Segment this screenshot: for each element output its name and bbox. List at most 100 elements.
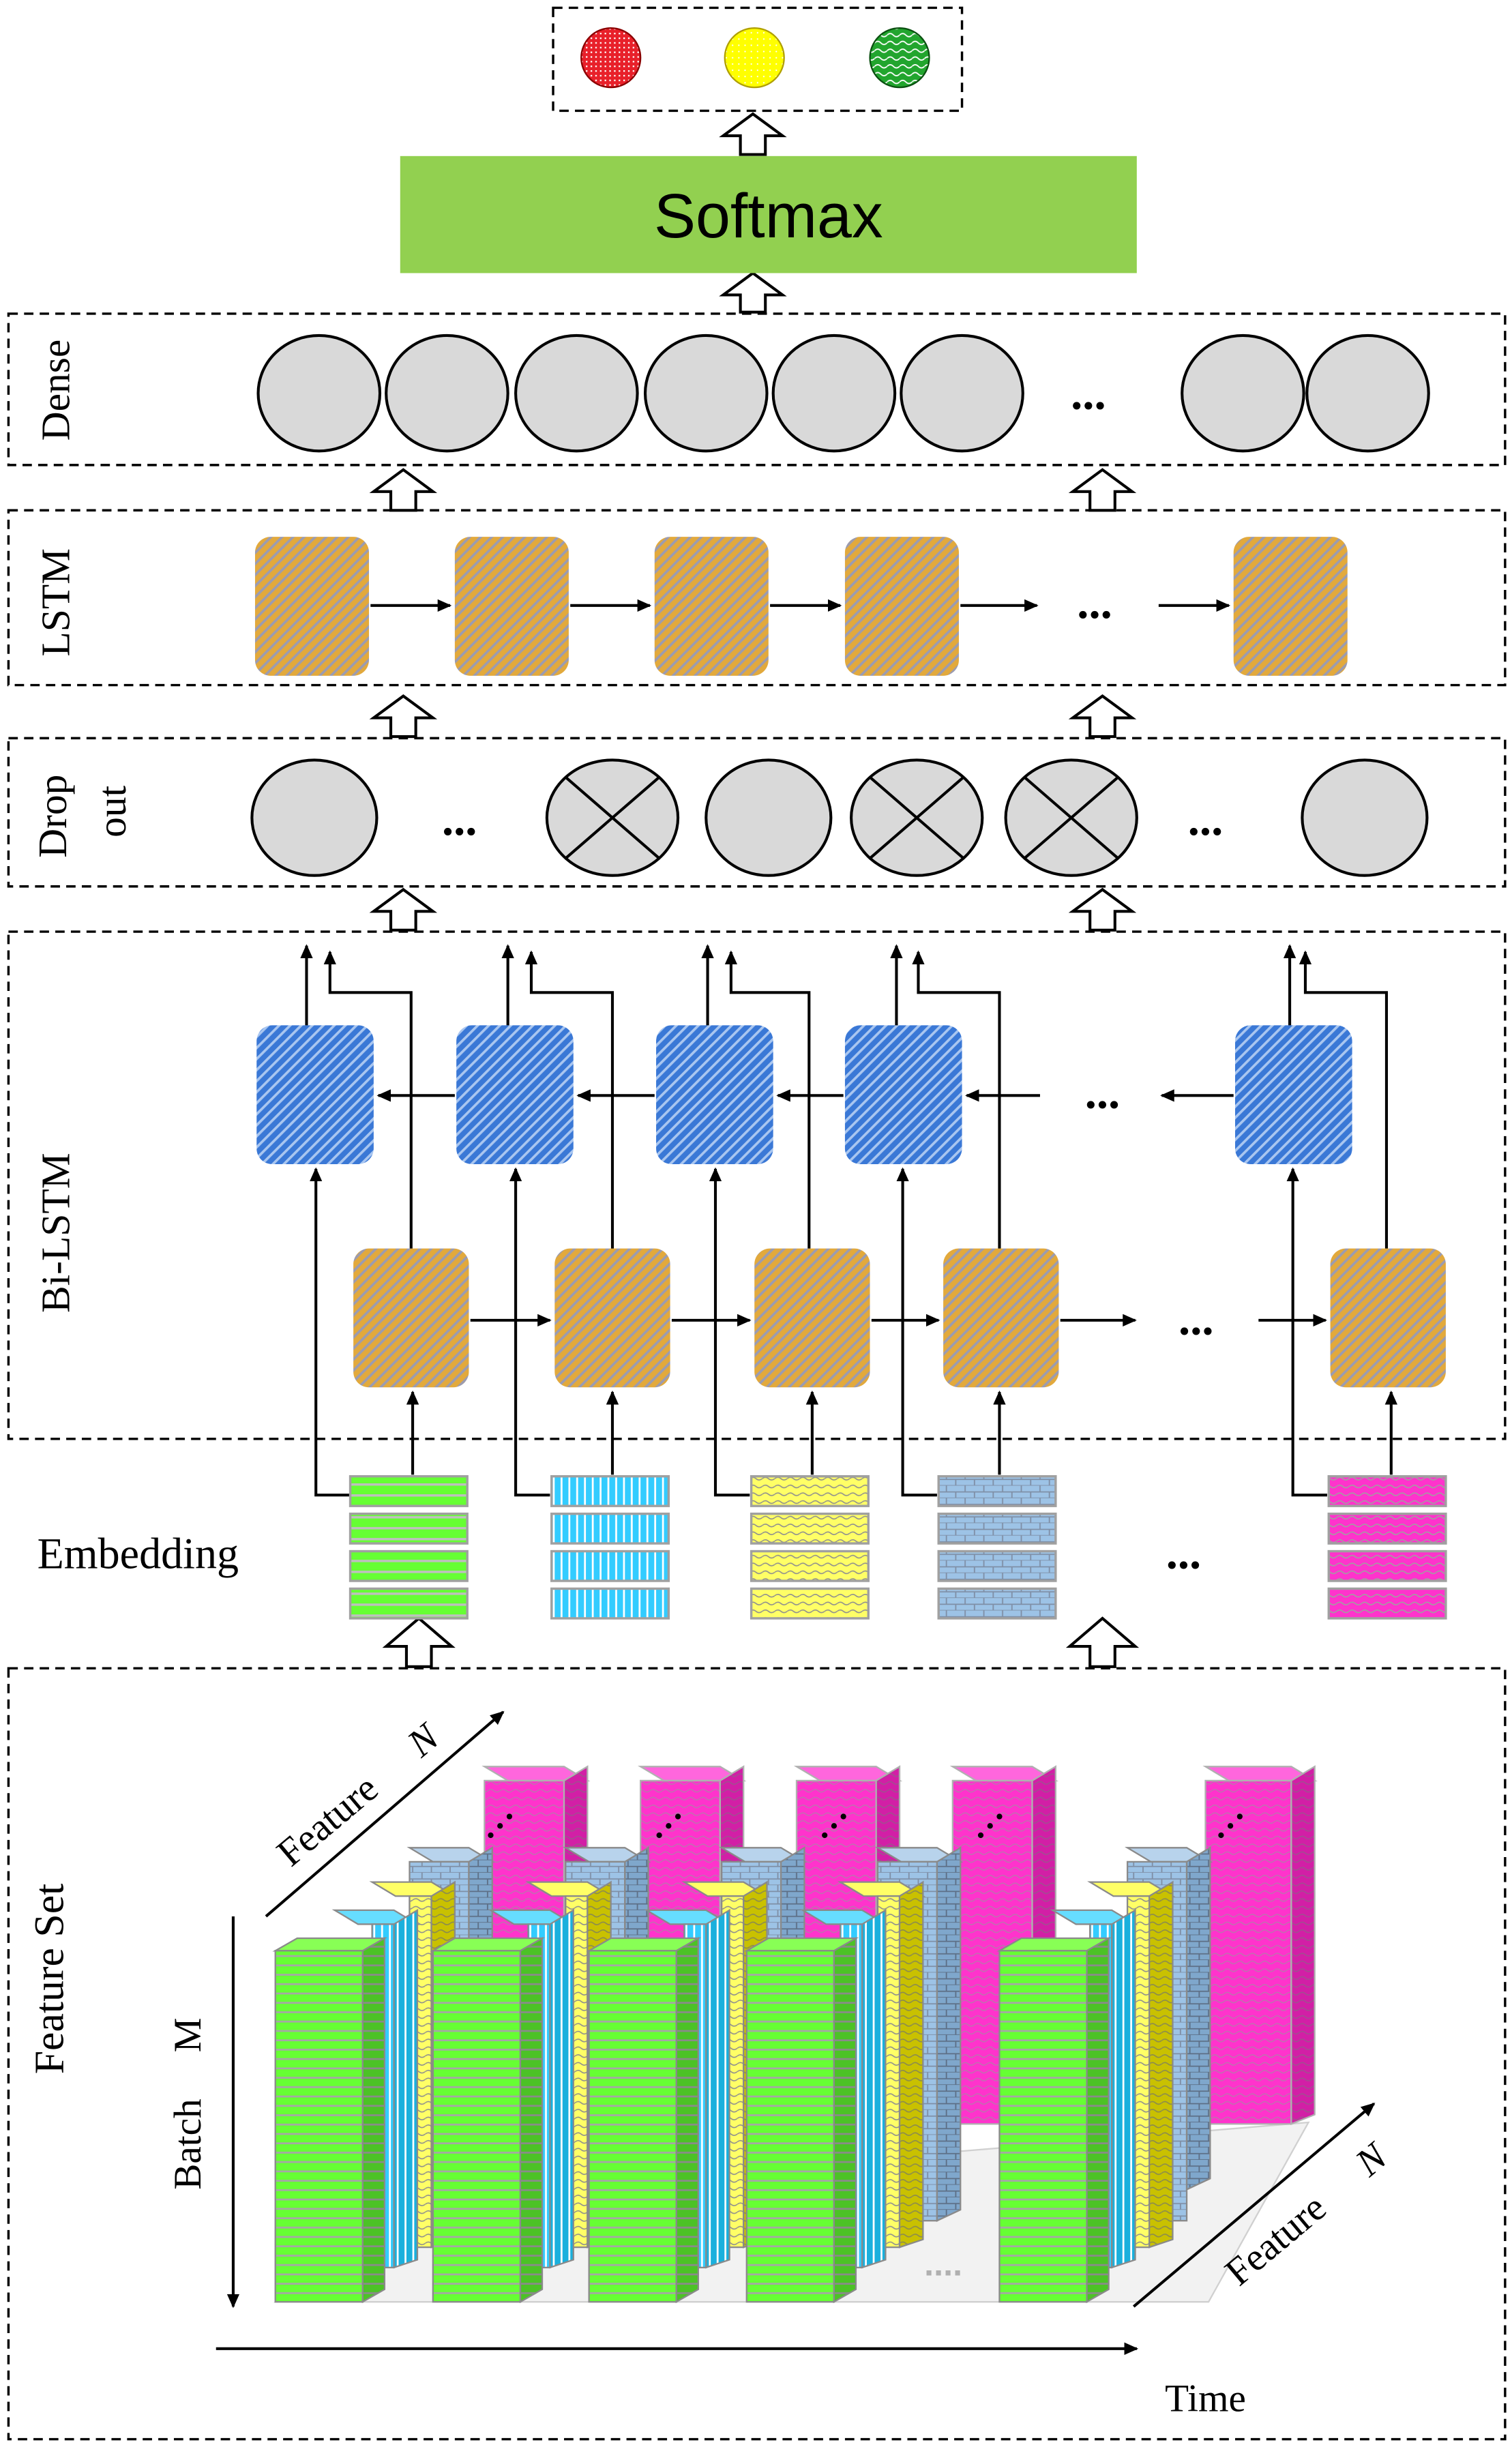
axis-time-label: Time [1165,2377,1246,2420]
up-arrow-icon [369,887,438,932]
embedding-vector-5 [1327,1474,1447,1620]
axis-batch-text: Batch [166,2099,209,2189]
bilstm-layer: Bi-LSTM [7,930,1507,1497]
embedding-ellipsis: ... [1166,1527,1201,1579]
forward-lstm-cell [554,1248,670,1388]
bilstm-backward-cells [256,1025,1352,1165]
dropout-box [7,737,1507,888]
class-red-circle [580,27,642,89]
output-box [552,6,964,113]
forward-lstm-cell [943,1248,1059,1388]
class-yellow-circle [724,27,785,89]
feature-set-ellipsis: .... [924,2244,962,2283]
axis-feature-top-text: Feature [269,1766,386,1874]
dense-ellipsis: ... [1071,368,1106,419]
backward-lstm-cell [844,1025,962,1165]
up-arrow-icon [1068,468,1137,512]
forward-lstm-cell [1330,1248,1446,1388]
dropout-label-line2: out [89,785,134,837]
bilstm-arrows [300,944,1397,1497]
softmax-layer: Softmax [400,155,1137,273]
dense-node [900,333,1024,453]
dense-layer: Dense ... [7,312,1507,466]
lstm-cell [254,537,370,676]
dense-nodes [256,333,1430,453]
feature-set-label: Feature Set [27,1884,73,2075]
forward-lstm-cell [754,1248,870,1388]
axis-feature-right-var: N [1347,2134,1397,2185]
dropout-node-kept [705,758,833,877]
up-arrow-icon [1065,1616,1140,1668]
embedding-vector-2 [550,1474,670,1620]
softmax-box [400,155,1137,273]
green-column [586,1937,702,2304]
magenta-dot-marks [488,1813,1243,1839]
class-green-circle [869,27,930,89]
lstm-cells [254,537,1348,676]
up-arrow-icon [369,694,438,739]
backward-lstm-cell [1234,1025,1352,1165]
up-arrow-icon [382,1616,456,1668]
feature-set-axes [216,1710,1376,2355]
up-arrow-icon [1068,887,1137,932]
lstm-box [7,509,1507,687]
lstm-cell [844,537,959,676]
dense-box [7,312,1507,466]
backward-lstm-cell [256,1025,374,1165]
dense-node [643,333,769,453]
backward-lstm-cell [456,1025,574,1165]
dropout-nodes [250,758,1429,877]
bilstm-box [7,930,1507,1440]
up-arrow-icon [369,468,438,512]
dense-label: Dense [33,340,78,441]
bilstm-forward-ellipsis: ... [1179,1292,1213,1344]
magenta-column [1202,1765,1318,2126]
lstm-cell [454,537,569,676]
dropout-label-line1: Drop [30,775,75,858]
lstm-layer: LSTM ... [7,509,1507,687]
feature-top-axis [265,1710,505,1918]
lstm-cell [1233,537,1348,676]
dropout-cross-marks [564,775,1119,860]
forward-lstm-cell [353,1248,469,1388]
up-arrow-icon [719,271,787,314]
dropout-ellipsis-right: ... [1188,793,1223,845]
green-column [996,1937,1112,2304]
lstm-ellipsis: ... [1077,576,1112,628]
dense-node [514,333,639,453]
embedding-layer: Embedding [38,1474,1447,1620]
lstm-label: LSTM [33,548,78,657]
bilstm-backward-ellipsis: ... [1085,1067,1120,1118]
dense-node [1181,333,1305,453]
dropout-node-kept [1301,758,1429,877]
green-column [743,1937,859,2304]
up-arrow-icon [1068,694,1137,739]
feature-right-axis [1132,2103,1376,2308]
axis-batch-var: M [166,2017,209,2052]
dropout-node-kept [250,758,379,877]
dense-node [256,333,382,453]
feature-column-green-row [272,1937,1112,2304]
up-arrow-icon [719,112,787,156]
dropout-ellipsis-left: ... [442,793,477,845]
embedding-label: Embedding [38,1530,239,1578]
feature-set-box [7,1667,1507,2441]
softmax-label: Softmax [654,181,883,251]
dense-node [771,333,897,453]
output-classes [552,6,964,113]
dense-node [1305,333,1430,453]
bilstm-label: Bi-LSTM [33,1153,78,1313]
embedding-vector-3 [750,1474,870,1620]
lstm-cell [654,537,769,676]
green-column [430,1937,546,2304]
axis-feature-top-var: N [399,1715,449,1766]
embedding-vector-4 [937,1474,1057,1620]
bilstm-forward-cells [353,1248,1446,1388]
backward-lstm-cell [656,1025,773,1165]
yellow-column [837,1880,926,2249]
dropout-layer: Drop out ... ... [7,737,1507,888]
embedding-vector-1 [349,1474,469,1620]
hollow-arrows [369,112,1140,1668]
dense-node [385,333,509,453]
